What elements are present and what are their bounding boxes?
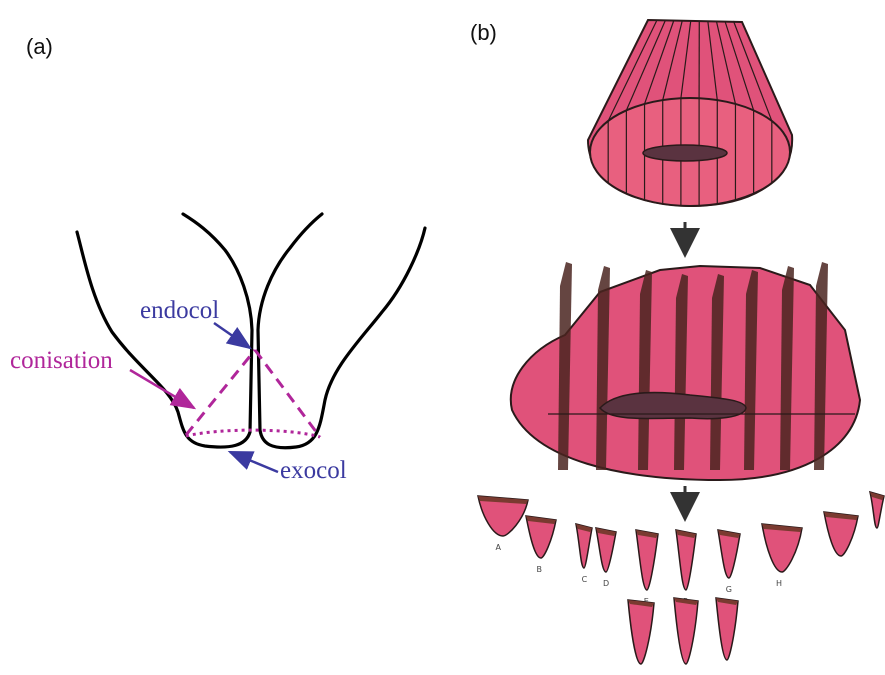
cone-specimen [588,20,792,206]
panel-b: (b) ABCDEFGH [470,20,884,664]
cone-left-edge [186,350,255,435]
cone-right-edge [255,350,320,437]
cone-base [186,430,320,437]
tissue-piece [636,530,658,590]
tissue-piece [628,600,654,664]
conisation-cone [186,350,320,437]
tissue-piece [716,598,738,660]
panel-a: (a) endocol conisation exocol [10,34,425,484]
exocol-label: exocol [280,457,347,484]
conisation-label: conisation [10,347,113,374]
piece-label: B [537,565,543,574]
piece-label: C [582,575,588,584]
exocol-arrow [230,452,278,472]
tissue-pieces: ABCDEFGH [478,492,884,664]
tissue-piece [676,530,696,590]
panel-b-label: (b) [470,20,497,45]
endocol-arrow [214,323,250,348]
piece-label: A [496,543,502,552]
outer-wall-right [258,214,425,448]
conisation-arrow [130,370,194,408]
piece-label: G [726,585,732,594]
endocol-label: endocol [140,297,219,324]
cone-canal [643,145,727,161]
sliced-cone [511,262,860,480]
cervix-outline [77,214,425,448]
tissue-piece [674,598,698,664]
piece-label: H [776,579,782,588]
panel-a-label: (a) [26,34,53,59]
piece-label: D [603,579,609,588]
